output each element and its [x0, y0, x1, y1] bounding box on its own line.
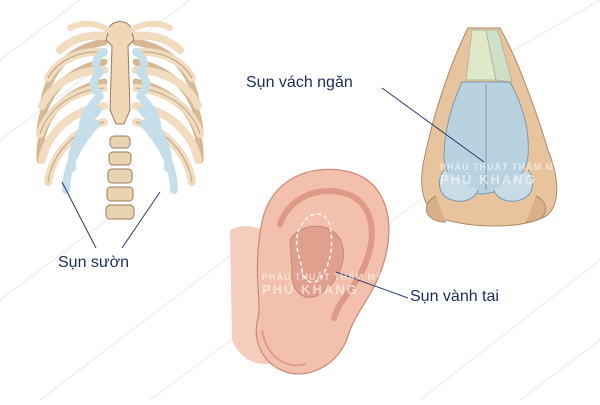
- nose-illustration: [421, 27, 558, 227]
- watermark-line2: PHÚ KHANG: [262, 282, 359, 297]
- sternum: [105, 21, 135, 125]
- watermark-ear: PHẪU THUẬT THẨM MỸ PHÚ KHANG: [262, 272, 383, 297]
- watermark-line1: PHẪU THUẬT THẨM MỸ: [262, 272, 383, 282]
- watermark-line2: PHÚ KHANG: [440, 172, 537, 187]
- ear-illustration: [230, 168, 390, 375]
- rib-leader-lines: [61, 181, 161, 249]
- spine: [105, 135, 135, 220]
- rib-label: Sụn sườn: [58, 254, 130, 271]
- watermark-line1: PHẪU THUẬT THẨM MỸ: [440, 162, 561, 172]
- rib-cage-illustration: [36, 20, 204, 220]
- ear-cartilage-outline: [295, 213, 333, 283]
- septum-label: Sụn vách ngăn: [246, 74, 353, 91]
- ear-label: Sụn vành tai: [410, 288, 499, 305]
- septum-leader-line: [381, 87, 485, 163]
- watermark-nose: PHẪU THUẬT THẨM MỸ PHÚ KHANG: [440, 162, 561, 187]
- ear-leader-line: [335, 271, 409, 299]
